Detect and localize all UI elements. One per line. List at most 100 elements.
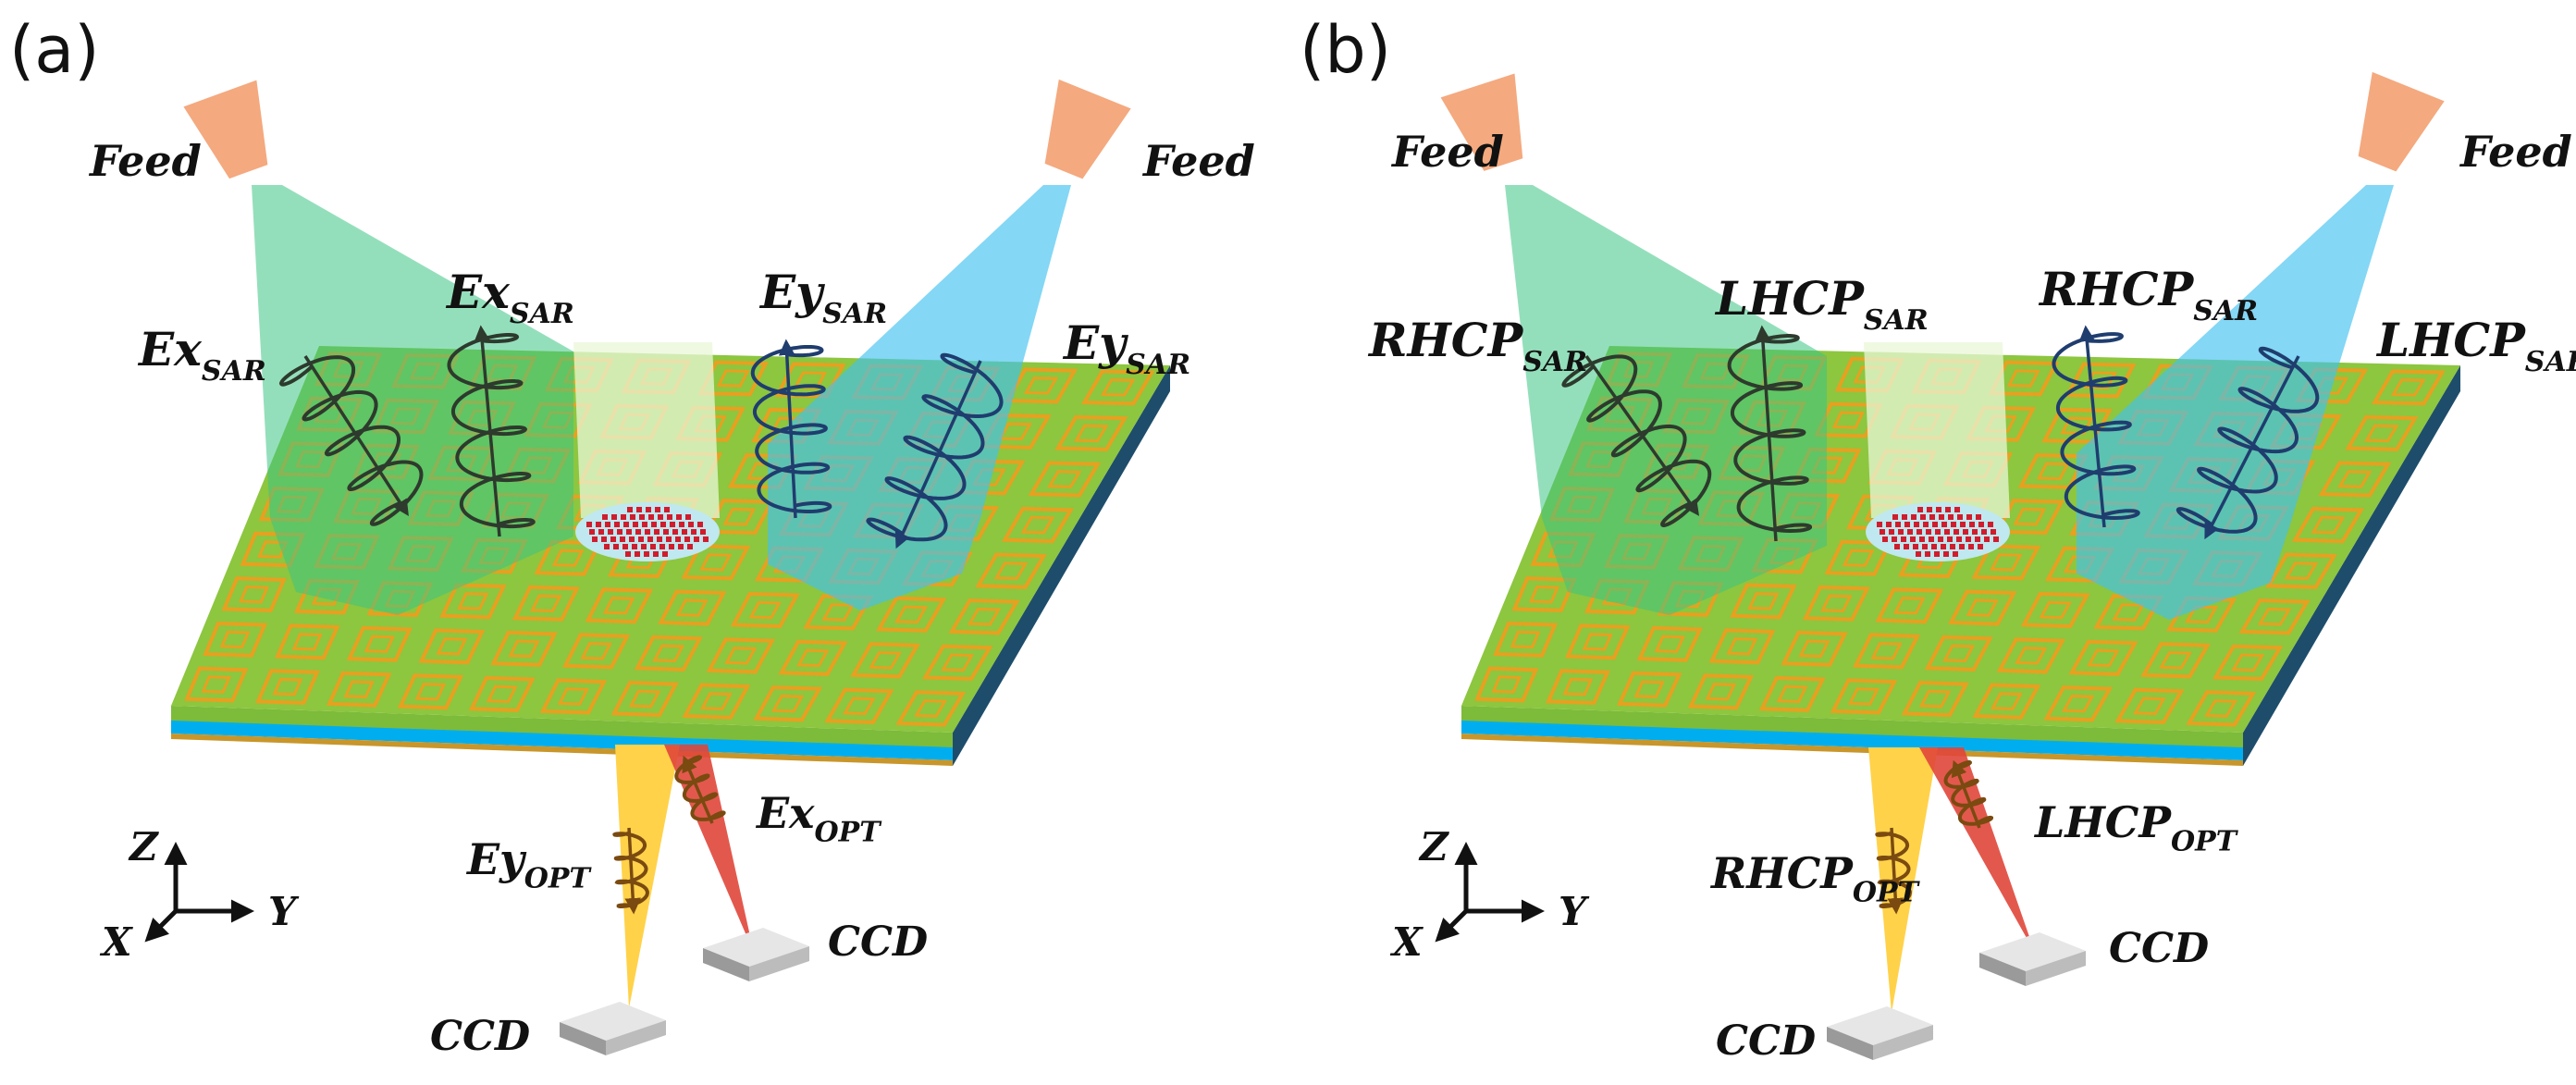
aperture-dot — [654, 529, 659, 535]
unit-cell — [706, 637, 776, 674]
optical-wave-right — [674, 755, 726, 824]
unit-cell — [539, 678, 608, 715]
right-feed-horn — [1044, 79, 1131, 179]
ccd-right-label: CCD — [2109, 925, 2209, 972]
aperture-dot — [1941, 522, 1947, 527]
unit-cell — [275, 623, 340, 660]
aperture-dot — [613, 544, 619, 549]
aperture-dot — [639, 514, 645, 520]
unit-cell — [1948, 589, 2017, 626]
unit-cell-inner — [993, 561, 1029, 580]
aperture-dot — [1916, 551, 1921, 557]
aperture-dot — [626, 529, 632, 535]
opt-right-label-main: LHCP — [2033, 797, 2172, 847]
optical-wave-left — [612, 827, 649, 915]
outer-left-label-sub: SAR — [202, 355, 266, 388]
outer-left-wave-axis — [303, 355, 409, 516]
unit-cell-inner — [343, 680, 375, 698]
ccd-bottom-top — [560, 1002, 666, 1041]
unit-cell — [1853, 633, 1921, 670]
aperture-dot — [1993, 536, 1999, 542]
outer-left-label: ExSAR — [137, 322, 266, 388]
unit-cell — [682, 683, 751, 720]
axis-z-label: Z — [128, 824, 159, 869]
right-feed-horn — [2358, 71, 2445, 172]
unit-cell — [2064, 362, 2137, 399]
unit-cell-inner — [1870, 642, 1903, 660]
coordinate-axes: ZYX — [1389, 824, 1590, 965]
aperture-dot — [605, 522, 610, 527]
aperture-dot — [1882, 536, 1888, 542]
aperture-dot — [1889, 529, 1894, 535]
aperture-dot — [650, 544, 656, 549]
unit-cell — [753, 685, 823, 722]
unit-cell — [512, 585, 580, 622]
outer-left-wave — [278, 355, 424, 526]
unit-cell — [2265, 552, 2337, 589]
outer-left-label-sub: SAR — [1522, 346, 1587, 378]
unit-cell — [1616, 671, 1682, 708]
unit-cell-inner — [436, 637, 468, 656]
unit-cell-inner — [1562, 677, 1594, 697]
unit-cell-inner — [1918, 689, 1952, 709]
unit-cell — [1493, 621, 1559, 658]
aperture-dot — [1886, 522, 1892, 527]
unit-cell-inner — [628, 689, 661, 709]
unit-cell — [562, 633, 631, 670]
ccd-right-side-left — [1979, 953, 2026, 986]
ccd-right-top — [1979, 932, 2086, 971]
inner-left-label: LHCPSAR — [1714, 271, 1929, 337]
unit-cell-inner — [770, 694, 805, 713]
unit-cell-inner — [1831, 411, 1865, 429]
inner-left-label-sub: SAR — [1864, 304, 1929, 337]
unit-cell-inner — [530, 594, 562, 613]
unit-cell-inner — [1491, 675, 1522, 694]
unit-cell-inner — [1023, 376, 1059, 395]
ccd-bottom-label: CCD — [430, 1013, 530, 1060]
inner-right-wave-axis — [778, 339, 797, 519]
aperture-dot — [638, 536, 644, 542]
unit-cell-inner — [551, 549, 585, 567]
aperture-dot — [678, 544, 684, 549]
aperture-dot — [1954, 507, 1960, 512]
axis-x-line — [1435, 909, 1468, 943]
aperture-dot — [700, 529, 706, 535]
inner-right-label: EySAR — [758, 265, 887, 330]
aperture-dot — [1944, 529, 1950, 535]
outer-right-wave — [866, 352, 1004, 549]
unit-cell — [1972, 683, 2041, 720]
aperture-dot — [660, 522, 666, 527]
unit-cell — [778, 639, 848, 676]
aperture-dot — [662, 551, 668, 557]
ccd-right — [703, 928, 809, 981]
optical-wave-right-coil — [1943, 759, 1993, 826]
aperture-dot — [1910, 536, 1916, 542]
inner-left-wave-axis — [1755, 325, 1778, 542]
outer-right-label-main: LHCP — [2375, 313, 2526, 367]
aperture-dot — [648, 514, 654, 520]
unit-cell-inner — [894, 605, 929, 624]
outer-right-label: LHCPSAR — [2375, 313, 2576, 378]
opt-left-label: EyOPT — [465, 834, 592, 895]
aperture-dot — [1966, 514, 1972, 520]
aperture-dot — [644, 551, 649, 557]
unit-cell-inner — [1990, 553, 2023, 572]
unit-cell — [1708, 628, 1776, 665]
axis-z-label: Z — [1418, 824, 1449, 869]
unit-cell-inner — [1633, 680, 1665, 698]
aperture-dot — [675, 536, 681, 542]
inner-left-wave-coil — [447, 333, 536, 529]
aperture-dot — [1991, 529, 1996, 535]
opt-left-label-main: RHCP — [1709, 848, 1854, 898]
aperture-dot — [1892, 536, 1897, 542]
opt-left-label-main: Ey — [465, 834, 527, 884]
unit-cell — [1546, 669, 1610, 706]
aperture-dot — [1934, 551, 1940, 557]
unit-cell — [948, 598, 1020, 635]
unit-cell-inner — [2311, 515, 2346, 535]
outer-right-wave-coil — [2175, 346, 2320, 534]
unit-cell — [921, 644, 993, 682]
aperture-dot — [1927, 507, 1932, 512]
ccd-bottom — [560, 1002, 666, 1055]
outer-right-wave-coil — [866, 352, 1004, 542]
